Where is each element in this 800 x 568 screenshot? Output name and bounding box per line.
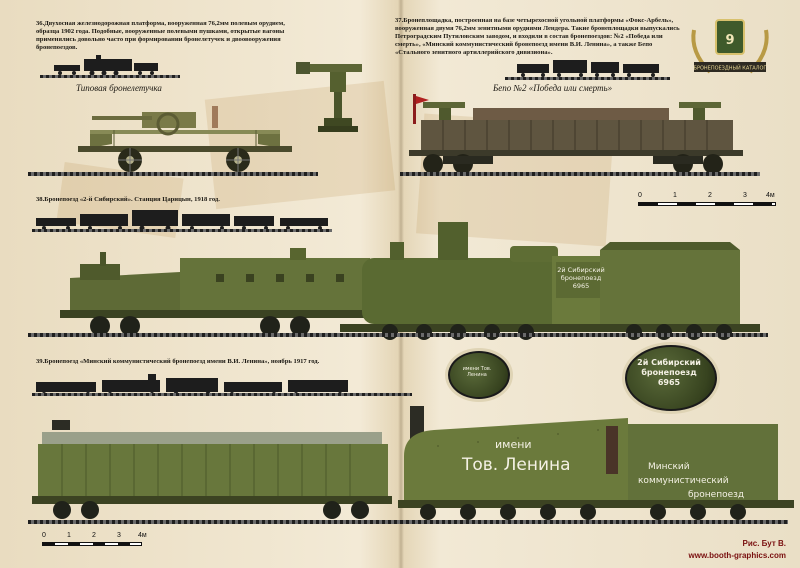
flatcar-36 [78, 106, 292, 172]
scale-tick-4: 4м [766, 192, 775, 199]
scale-tick-3: 3 [117, 532, 121, 539]
site-credit[interactable]: www.booth-graphics.com [688, 551, 786, 560]
scale-tick-1: 1 [67, 532, 71, 539]
rail-track [28, 520, 788, 524]
lenin-marking-2: Тов. Ленина [462, 455, 571, 475]
detail-loupe-lenin [448, 351, 510, 399]
scale-bar-top: 0 1 2 3 4м [638, 192, 778, 212]
armored-train-38 [60, 222, 760, 340]
label-36: Типовая бронелетучка [76, 83, 162, 93]
rail-track [28, 172, 318, 176]
armored-wagon-39 [32, 420, 392, 519]
rail-track [28, 333, 768, 337]
catalog-badge: 9 БРОНЕПОЕЗДНЫЙ КАТАЛОГ [691, 19, 769, 74]
detail-loupe-siberian [625, 345, 717, 411]
loupe-lenin-text: имени Тов. Ленина [462, 366, 492, 378]
siberian-marking-1: 2й Сибирский [557, 266, 605, 274]
silhouette-train-36 [54, 55, 158, 76]
caption-36: 36.Двухосная железнодорожная платформа, … [36, 20, 285, 51]
scale-tick-0: 0 [638, 192, 642, 199]
siberian-marking: 2й Сибирский бронепоезд 6965 [555, 266, 607, 290]
caption-37: 37.Бронеплощадка, построенная на базе че… [395, 17, 680, 56]
scale-bar-bottom: 0 1 2 3 4м [42, 532, 182, 552]
scale-tick-2: 2 [708, 192, 712, 199]
label-37: Бепо №2 «Победа или смерть» [493, 83, 613, 93]
badge-text: БРОНЕПОЕЗДНЫЙ КАТАЛОГ [694, 65, 767, 72]
rail-track [400, 172, 760, 176]
caption-38: 38.Бронепоезд «2-й Сибирский». Станция Ц… [36, 196, 220, 203]
silhouette-train-37 [517, 60, 659, 77]
rail-track [32, 393, 412, 396]
artist-credit: Рис. Бут В. [742, 539, 786, 548]
scale-tick-1: 1 [673, 192, 677, 199]
rail-track [505, 77, 670, 80]
silhouette-train-38 [36, 210, 328, 230]
lenin-marking-1: имени [495, 438, 532, 451]
armored-wagon-37 [409, 94, 743, 174]
loupe-siberian-line-1: 2й Сибирский [637, 358, 701, 367]
lenin-marking-5: бронепоезд [688, 490, 745, 500]
rail-track [40, 75, 180, 78]
loupe-siberian-line-2: бронепоезд [641, 368, 697, 377]
loupe-siberian-line-3: 6965 [657, 378, 681, 387]
siberian-marking-3: 6965 [572, 282, 590, 290]
lenin-marking-3: Минский [648, 462, 690, 472]
siberian-marking-2: бронепоезд [560, 274, 602, 282]
scale-tick-2: 2 [92, 532, 96, 539]
lenin-marking-4: коммунистический [638, 476, 729, 486]
armored-locomotive-39 [398, 406, 794, 520]
badge-number: 9 [725, 33, 734, 48]
loupe-siberian-text: 2й Сибирский бронепоезд 6965 [628, 358, 710, 388]
scale-tick-3: 3 [743, 192, 747, 199]
caption-39: 39.Бронепоезд «Минский коммунистический … [36, 358, 320, 365]
scale-tick-0: 0 [42, 532, 46, 539]
scale-tick-4: 4м [138, 532, 147, 539]
rail-track [32, 229, 332, 232]
aa-gun-detail [296, 62, 362, 132]
